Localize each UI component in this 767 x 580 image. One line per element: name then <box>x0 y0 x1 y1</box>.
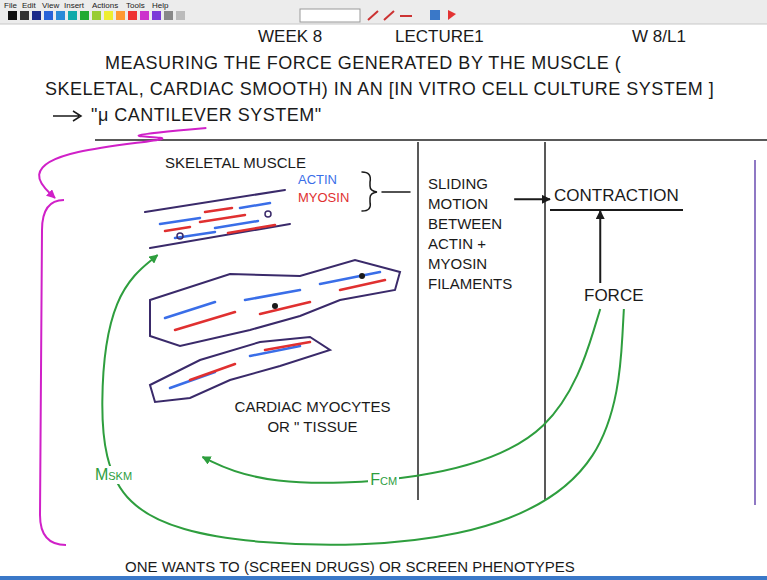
arrow-symbol <box>51 110 85 122</box>
footnote: ONE WANTS TO (SCREEN DRUGS) OR SCREEN PH… <box>125 558 575 575</box>
contraction-box: CONTRACTION <box>550 183 683 211</box>
muscle-illustration: SKELETAL MUSCLE <box>130 150 360 255</box>
dash <box>382 191 410 193</box>
cardiac-illustration: CARDIAC MYOCYTES OR " TISSUE <box>135 262 405 457</box>
color-swatch <box>92 11 101 20</box>
cell-border <box>145 190 285 212</box>
group-bracket <box>40 200 66 545</box>
connector-arrow <box>203 309 601 483</box>
myosin-filament <box>165 208 275 233</box>
color-swatch <box>116 11 125 20</box>
menu-item: Actions <box>92 1 118 10</box>
edge-label: FCM <box>368 471 399 489</box>
menu-item: View <box>42 1 59 10</box>
skeletal-muscle-drawing <box>145 172 410 248</box>
toolbar <box>0 0 767 24</box>
pen-tool <box>300 9 360 22</box>
column-rule <box>417 142 419 500</box>
menu-item: Tools <box>126 1 145 10</box>
color-swatch <box>104 11 113 20</box>
node-text: CONTRACTION <box>554 185 679 207</box>
cardiac-drawing <box>150 260 400 402</box>
node-text: SLIDING MOTION BETWEEN ACTIN + MYOSIN FI… <box>428 174 512 294</box>
arrow-symbol <box>53 111 81 121</box>
mechanism-text: SLIDING MOTION BETWEEN ACTIN + MYOSIN FI… <box>426 172 514 296</box>
connector-arrow <box>599 211 601 283</box>
force-box: FORCE <box>580 283 648 309</box>
color-swatch <box>20 11 29 20</box>
menu-item: Help <box>152 1 168 10</box>
color-swatch <box>140 11 149 20</box>
toolbar-rule <box>0 24 767 25</box>
tool-icon <box>430 10 440 20</box>
heading: MEASURING THE FORCE GENERATED BY THE MUS… <box>45 50 725 128</box>
edge-label: MSKM <box>93 466 134 484</box>
color-swatch <box>176 11 185 20</box>
menu-item: Edit <box>22 1 36 10</box>
nucleus <box>265 211 271 217</box>
system-name: "μ CANTILEVER SYSTEM" <box>91 105 322 125</box>
table-lines <box>95 140 767 505</box>
nucleus <box>359 273 365 279</box>
color-swatch <box>44 11 53 20</box>
filament-label: ACTIN <box>298 172 337 187</box>
menu-item: Insert <box>64 1 84 10</box>
table-rule <box>95 139 767 141</box>
connector-arrow <box>514 198 550 200</box>
menu-item: File <box>4 1 17 10</box>
tool-icon <box>448 10 456 20</box>
lecture-code: W 8/L1 <box>632 27 686 47</box>
color-swatch <box>128 11 137 20</box>
node-text: CARDIAC MYOCYTES OR " TISSUE <box>230 397 395 437</box>
toolbar-band <box>0 0 767 24</box>
color-swatch <box>8 11 17 20</box>
heading-text: MEASURING THE FORCE GENERATED BY THE MUS… <box>45 53 714 99</box>
connector-arrow <box>102 255 624 545</box>
lecture-heading: LECTURE1 <box>395 27 484 47</box>
nucleus <box>272 303 278 309</box>
color-swatch <box>68 11 77 20</box>
week-heading: WEEK 8 <box>258 27 322 47</box>
myosin-filament <box>175 280 385 380</box>
myocyte-outline <box>150 337 330 402</box>
node-text: FORCE <box>584 285 644 307</box>
filament-label: MYOSIN <box>298 190 349 205</box>
column-rule <box>544 142 546 500</box>
status-bar <box>0 576 767 580</box>
color-swatch <box>32 11 41 20</box>
tool-icon <box>368 11 412 20</box>
brace <box>362 172 377 211</box>
color-swatch <box>56 11 65 20</box>
color-swatch <box>164 11 173 20</box>
myocyte-outline <box>150 260 400 346</box>
color-swatch <box>80 11 89 20</box>
column-rule <box>754 160 756 505</box>
node-text: SKELETAL MUSCLE <box>165 153 360 173</box>
nucleus <box>177 233 183 239</box>
color-swatch <box>152 11 161 20</box>
